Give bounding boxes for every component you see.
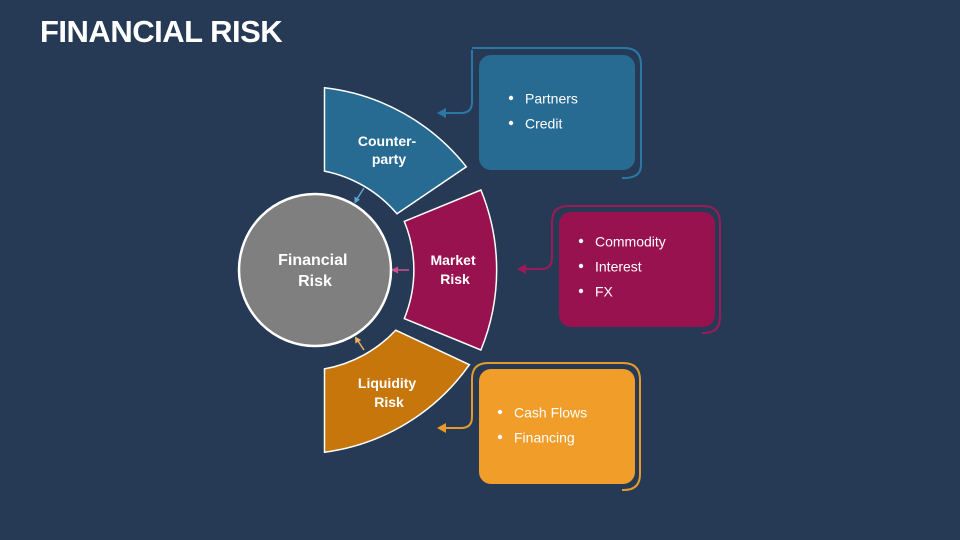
counterparty-item: Credit	[508, 116, 562, 132]
market-item: Commodity	[578, 234, 666, 250]
market-segment	[403, 189, 498, 351]
market-box-outline	[551, 205, 721, 334]
market-item: Interest	[578, 259, 642, 275]
counterparty-arrow	[356, 187, 365, 200]
liquidity-segment	[323, 329, 471, 454]
liquidity-box	[479, 369, 635, 484]
market-arrowhead	[391, 266, 398, 274]
counterparty-arrowhead	[354, 196, 360, 204]
slide-title: FINANCIAL RISK	[40, 14, 283, 49]
market-item: FX	[578, 284, 614, 300]
liquidity-connector	[444, 398, 473, 429]
liquidity-item-label: Cash Flows	[514, 405, 587, 421]
liquidity-arrow	[357, 340, 365, 351]
market-item-label: Interest	[595, 259, 642, 275]
bullet-icon	[497, 409, 503, 415]
bullet-icon	[578, 263, 584, 269]
liquidity-group: Cash Flows Financing Liquidity Risk	[323, 329, 641, 491]
bullet-icon	[497, 434, 503, 440]
counterparty-label: Counter- party	[358, 133, 420, 167]
liquidity-arrowhead	[355, 336, 362, 344]
market-label: Market Risk	[430, 252, 479, 287]
bullet-icon	[578, 238, 584, 244]
market-connector	[524, 235, 553, 270]
center-node: Financial Risk	[237, 192, 393, 348]
liquidity-label: Liquidity Risk	[358, 375, 420, 410]
liquidity-item: Cash Flows	[497, 405, 587, 421]
market-group: Commodity Interest FX Market Risk	[391, 189, 721, 351]
counterparty-box	[479, 55, 635, 170]
counterparty-segment	[323, 86, 468, 215]
counterparty-connector	[444, 50, 473, 114]
market-connector-arrowhead	[517, 264, 526, 274]
center-circle	[237, 192, 393, 348]
liquidity-item-label: Financing	[514, 430, 575, 446]
counterparty-item-label: Credit	[525, 116, 562, 132]
liquidity-item: Financing	[497, 430, 575, 446]
market-item-label: FX	[595, 284, 614, 300]
counterparty-group: Partners Credit Counter- party	[323, 47, 642, 215]
center-label: Financial Risk	[278, 252, 352, 290]
liquidity-connector-arrowhead	[437, 423, 446, 433]
market-box	[559, 212, 715, 327]
bullet-icon	[578, 288, 584, 294]
counterparty-box-outline	[472, 47, 642, 179]
bullet-icon	[508, 120, 514, 126]
liquidity-box-outline	[471, 362, 641, 491]
market-item-label: Commodity	[595, 234, 666, 250]
bullet-icon	[508, 95, 514, 101]
counterparty-connector-arrowhead	[437, 108, 446, 118]
counterparty-item-label: Partners	[525, 91, 578, 107]
counterparty-item: Partners	[508, 91, 578, 107]
